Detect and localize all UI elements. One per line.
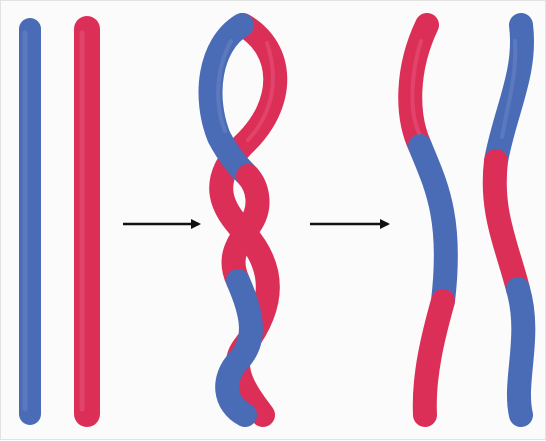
stage-before [25,29,87,414]
recombined-left-chromatid [410,25,446,415]
stage-crossing-over [210,25,275,415]
recombined-right-chromatid [495,25,524,415]
straight-blue-chromatid [25,29,30,414]
stage-after [410,25,523,415]
straight-red-chromatid [82,29,87,414]
